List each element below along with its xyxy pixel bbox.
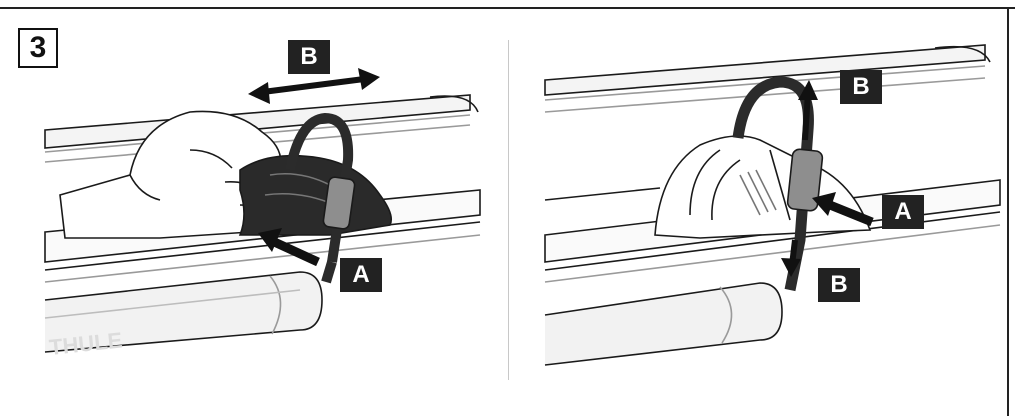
panel-divider bbox=[508, 40, 509, 380]
double-arrow-horizontal-icon bbox=[248, 68, 380, 104]
strap-arrow-down-icon bbox=[781, 239, 801, 277]
strap-arrow-up-icon bbox=[798, 80, 818, 141]
push-arrow-icon bbox=[258, 228, 320, 267]
lower-tube-right bbox=[544, 282, 783, 366]
step-number: 3 bbox=[18, 28, 58, 68]
callout-b-strap-up: B bbox=[840, 70, 882, 104]
buckle bbox=[322, 176, 356, 230]
push-arrow-icon-right bbox=[812, 192, 874, 227]
callout-b-strap-down: B bbox=[818, 268, 860, 302]
callout-a-push-left: A bbox=[340, 258, 382, 292]
buckle-right bbox=[786, 148, 824, 212]
callout-a-push-right: A bbox=[882, 195, 924, 229]
lower-tube bbox=[44, 271, 323, 353]
callout-b-slide: B bbox=[288, 40, 330, 74]
wheel-holder-right bbox=[654, 135, 872, 239]
roof-bar-top-right bbox=[544, 44, 986, 96]
strap bbox=[285, 112, 354, 263]
